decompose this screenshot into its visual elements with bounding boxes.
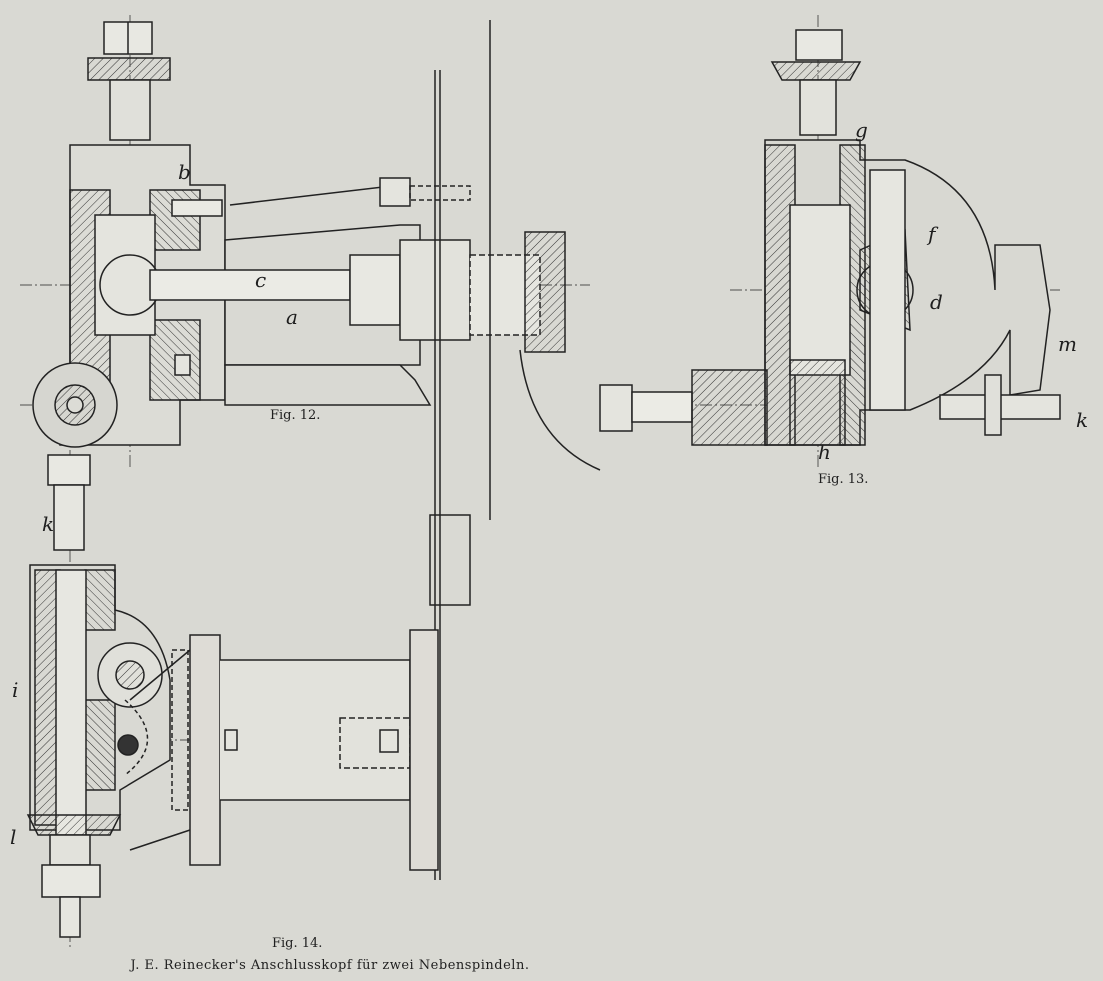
- fig13-label-m: m: [1058, 332, 1077, 356]
- fig12-label-a: a: [286, 305, 298, 329]
- fig12-drawing: [20, 15, 601, 880]
- fig12-label-b: b: [178, 160, 191, 184]
- fig13-label-f: f: [928, 222, 936, 246]
- fig12-label-c: c: [255, 268, 267, 292]
- fig14-caption: Fig. 14.: [272, 936, 323, 951]
- fig14-label-i: i: [12, 678, 19, 702]
- fig14-label-k: k: [42, 512, 55, 536]
- fig12-caption: Fig. 12.: [270, 408, 321, 423]
- fig14-drawing: [26, 450, 471, 950]
- fig13-label-g: g: [855, 118, 868, 142]
- plate-caption: J. E. Reinecker's Anschlusskopf für zwei…: [130, 958, 530, 973]
- fig13-caption: Fig. 13.: [818, 472, 869, 487]
- fig13-label-k: k: [1076, 408, 1089, 432]
- fig13-label-h: h: [818, 440, 831, 464]
- fig13-label-d: d: [930, 290, 943, 314]
- fig14-label-l: l: [10, 825, 17, 849]
- fig13-drawing: [599, 15, 1061, 470]
